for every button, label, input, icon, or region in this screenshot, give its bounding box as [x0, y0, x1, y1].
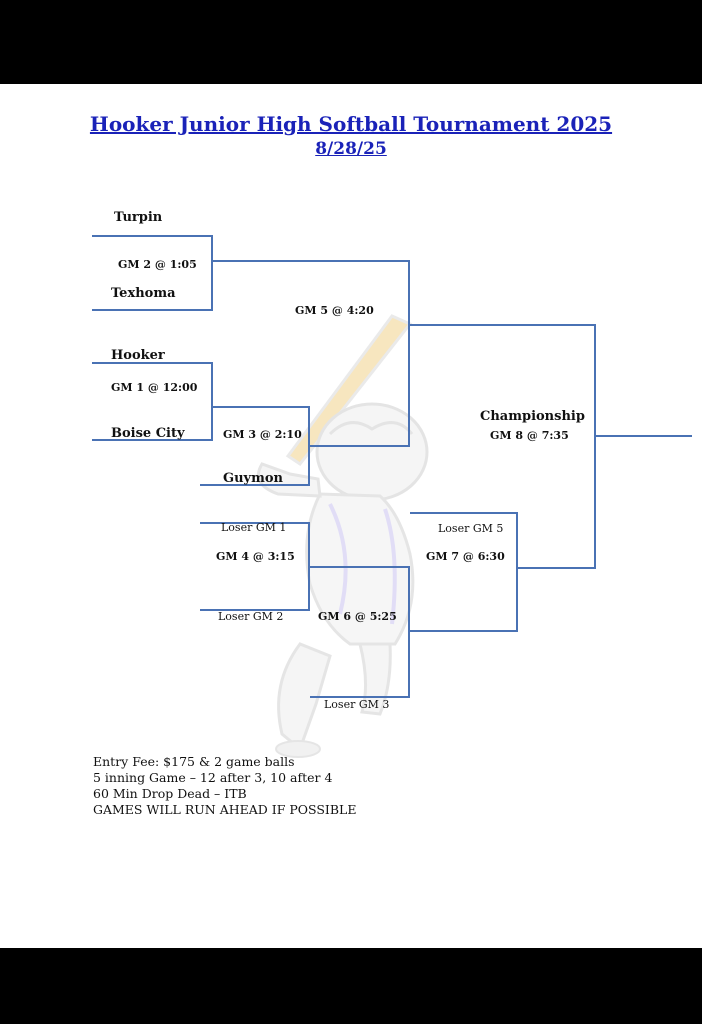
loser-label-gm1: Loser GM 1: [221, 521, 287, 534]
bracket-line: [92, 439, 213, 441]
loser-label-gm3: Loser GM 3: [324, 698, 390, 711]
bracket-line: [594, 324, 596, 569]
bracket-line: [410, 512, 518, 514]
bracket-line: [92, 309, 213, 311]
game-label-gm3: GM 3 @ 2:10: [223, 428, 302, 441]
bracket-line: [310, 696, 410, 698]
bracket-line: [213, 260, 410, 262]
bulldog-batter-mascot-icon: [257, 314, 429, 758]
bracket-line: [213, 406, 310, 408]
bracket-line: [92, 235, 213, 237]
game-label-gm1: GM 1 @ 12:00: [111, 381, 198, 394]
bracket-line: [211, 362, 213, 441]
bracket-line: [308, 522, 310, 611]
tournament-date: 8/28/25: [315, 139, 387, 159]
loser-label-gm2: Loser GM 2: [218, 610, 284, 623]
tournament-notes: Entry Fee: $175 & 2 game balls 5 inning …: [93, 754, 356, 818]
team-guymon: Guymon: [223, 471, 283, 486]
note-inning-rules: 5 inning Game – 12 after 3, 10 after 4: [93, 770, 333, 785]
bracket-line: [200, 609, 310, 611]
bracket-line: [518, 567, 596, 569]
game-label-gm2: GM 2 @ 1:05: [118, 258, 197, 271]
bracket-line: [310, 566, 410, 568]
bracket-line: [211, 235, 213, 311]
note-time-limit: 60 Min Drop Dead – ITB: [93, 786, 247, 801]
game-label-gm5: GM 5 @ 4:20: [295, 304, 374, 317]
game-label-gm4: GM 4 @ 3:15: [216, 550, 295, 563]
championship-label: Championship: [480, 409, 585, 424]
team-texhoma: Texhoma: [111, 286, 176, 301]
note-entry-fee: Entry Fee: $175 & 2 game balls: [93, 754, 295, 769]
note-run-ahead: GAMES WILL RUN AHEAD IF POSSIBLE: [93, 802, 357, 817]
loser-label-gm5: Loser GM 5: [438, 522, 504, 535]
bracket-line: [410, 630, 518, 632]
team-hooker: Hooker: [111, 348, 165, 363]
bracket-line: [308, 406, 310, 486]
bracket-line: [410, 324, 596, 326]
game-label-gm8: GM 8 @ 7:35: [490, 429, 569, 442]
team-turpin: Turpin: [114, 210, 163, 225]
bracket-line: [200, 484, 310, 486]
bracket-line: [408, 260, 410, 447]
game-label-gm7: GM 7 @ 6:30: [426, 550, 505, 563]
game-label-gm6: GM 6 @ 5:25: [318, 610, 397, 623]
tournament-flyer: Hooker Junior High Softball Tournament 2…: [0, 84, 702, 948]
bracket-line: [200, 522, 310, 524]
page-title: Hooker Junior High Softball Tournament 2…: [89, 112, 613, 136]
bracket-line: [516, 512, 518, 632]
bracket-line: [596, 435, 692, 437]
bracket-line: [310, 445, 410, 447]
bracket-line: [92, 362, 213, 364]
team-boise-city: Boise City: [111, 426, 185, 441]
bracket-line: [408, 566, 410, 698]
